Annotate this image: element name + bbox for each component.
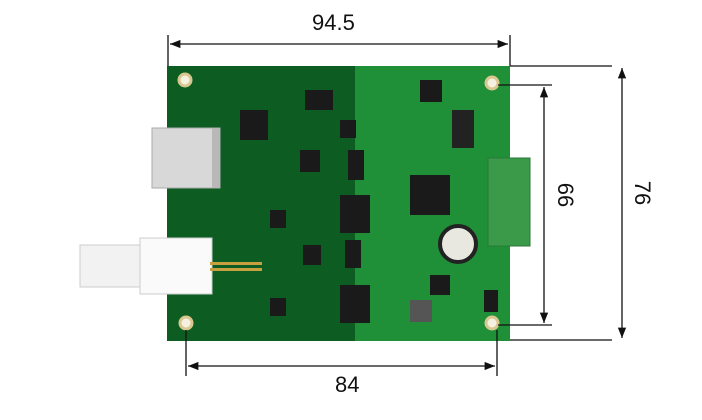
- mount-hole: [177, 72, 193, 88]
- mount-hole: [484, 75, 500, 91]
- terminal-block: [487, 157, 531, 247]
- dimension-lines: [167, 35, 627, 376]
- coin-cell-battery: [438, 224, 478, 264]
- bnc-connector: [79, 237, 262, 295]
- mount-hole: [484, 315, 500, 331]
- hole-spacing-horizontal-label: 84: [335, 372, 360, 397]
- mounting-holes: [177, 72, 500, 331]
- mount-hole: [178, 315, 194, 331]
- width-dimension-label: 94.5: [312, 10, 355, 35]
- hole-spacing-vertical-label: 66: [553, 182, 579, 208]
- ic-chips: [240, 80, 498, 323]
- ethernet-jack: [151, 127, 221, 189]
- height-dimension-label: 76: [630, 180, 656, 206]
- pcb-board: [167, 66, 510, 341]
